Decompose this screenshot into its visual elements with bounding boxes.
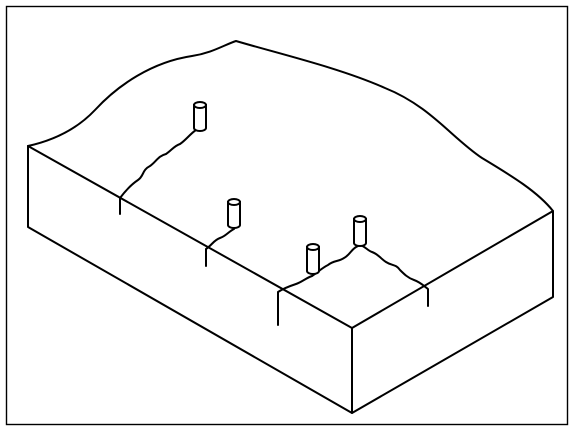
post-4 bbox=[354, 216, 366, 246]
figure-frame bbox=[7, 7, 568, 425]
terrain-surface bbox=[28, 41, 553, 211]
post-3-top bbox=[307, 244, 319, 250]
block-top-front-edge bbox=[28, 146, 352, 328]
fracture-line-1 bbox=[120, 130, 196, 214]
post-1-top bbox=[194, 102, 206, 108]
post-2 bbox=[228, 199, 240, 228]
post-2-top bbox=[228, 199, 240, 205]
post-4-top bbox=[354, 216, 366, 222]
block-right-face bbox=[352, 211, 553, 413]
fracture-line-3 bbox=[278, 246, 428, 325]
post-3 bbox=[307, 244, 319, 274]
post-1 bbox=[194, 102, 206, 131]
post-3-body bbox=[307, 247, 319, 274]
post-4-body bbox=[354, 219, 366, 246]
